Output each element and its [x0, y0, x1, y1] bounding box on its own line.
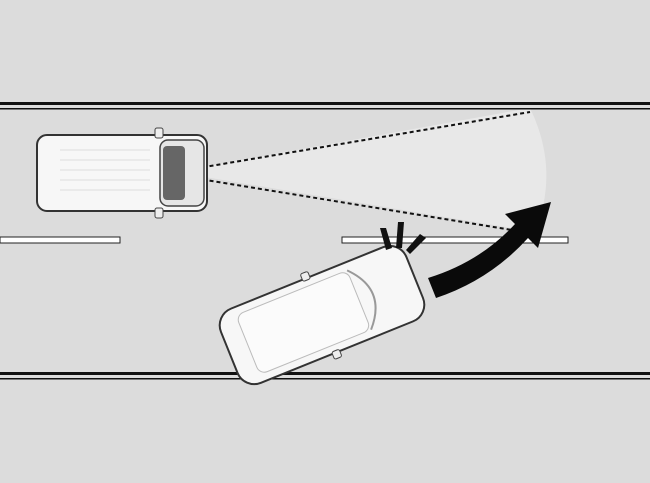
road-edge-bottom: [0, 372, 650, 380]
sensor-beam-icon: [174, 111, 531, 231]
car-icon: [218, 244, 426, 386]
warning-flash-icon: [380, 222, 426, 254]
road-edge-top: [0, 102, 650, 110]
van-icon: [36, 127, 208, 219]
turn-arrow-icon: [428, 202, 551, 298]
sensor-zone: [175, 108, 547, 232]
lane-markings: [0, 236, 569, 244]
